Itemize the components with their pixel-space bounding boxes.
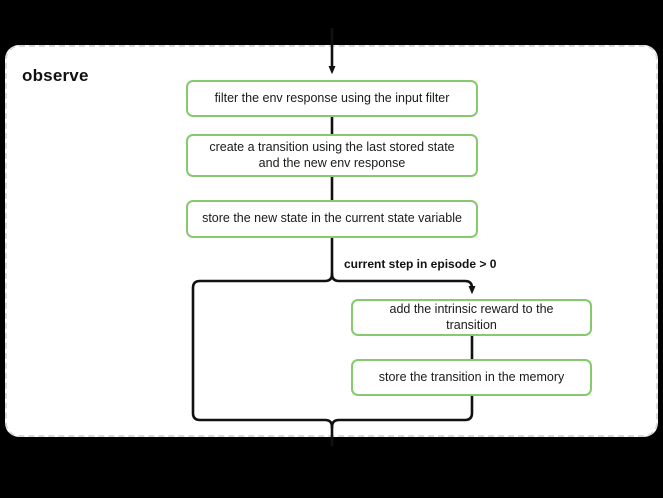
edge-label-current-step-in-episode: current step in episode > 0 [344,257,497,271]
node-add-intrinsic-reward[interactable]: add the intrinsic reward to the transiti… [351,299,592,336]
node-store-new-state-label: store the new state in the current state… [202,211,462,226]
node-add-intrinsic-reward-label: add the intrinsic reward to the transiti… [389,301,554,332]
node-store-transition-memory-label: store the transition in the memory [378,369,565,384]
node-create-transition-label: create a transition using the last store… [209,139,455,170]
node-store-transition-memory[interactable]: store the transition in the memory [351,359,592,396]
node-store-new-state[interactable]: store the new state in the current state… [186,200,478,238]
node-create-transition[interactable]: create a transition using the last store… [186,134,478,177]
node-filter-env-response[interactable]: filter the env response using the input … [186,80,478,117]
node-filter-env-response-label: filter the env response using the input … [214,90,450,105]
subgraph-title-observe: observe [22,66,89,85]
